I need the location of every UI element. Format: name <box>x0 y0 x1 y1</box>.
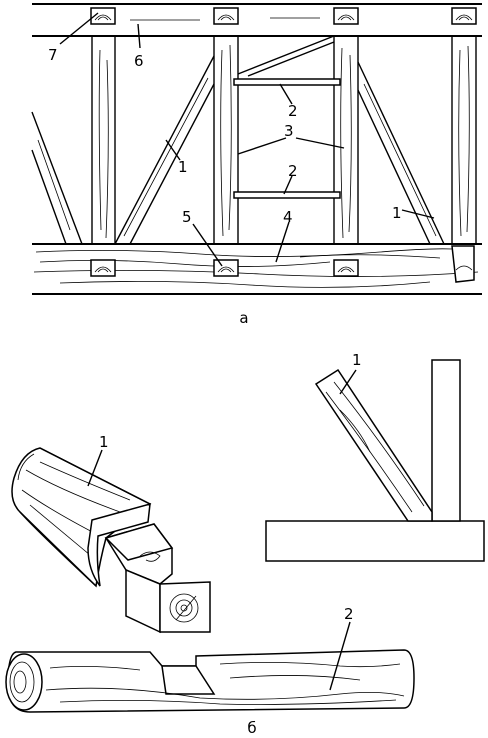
brace-right <box>357 61 445 245</box>
bottom-block-3 <box>333 259 359 277</box>
callout-5: 5 <box>182 208 192 226</box>
callout-6: 6 <box>134 52 144 70</box>
callout-2-beam: 2 <box>344 605 354 623</box>
brace-far-left <box>31 111 83 245</box>
horizontal-rails <box>233 78 341 199</box>
callout-4: 4 <box>283 208 293 226</box>
post-4 <box>451 36 477 244</box>
caption-a: а <box>239 309 248 327</box>
callouts-b: 1 1 2 <box>99 351 362 623</box>
callout-2-top: 2 <box>288 102 298 120</box>
brace-left <box>114 55 215 245</box>
brace <box>314 368 433 522</box>
callout-2-mid: 2 <box>288 162 298 180</box>
callout-1-log: 1 <box>99 433 109 451</box>
base-beam <box>265 520 485 562</box>
brace-post-joint <box>265 359 485 562</box>
bottom-block-1 <box>90 259 116 277</box>
log-with-tenon <box>11 447 211 634</box>
diagonal-braces <box>31 35 445 245</box>
leader-lines-a <box>59 12 435 267</box>
cross-section-blocks <box>90 7 477 283</box>
top-block-4 <box>451 7 477 25</box>
bottom-beam <box>32 243 482 295</box>
post-2 <box>213 36 239 244</box>
post-1 <box>91 36 116 244</box>
callout-1-right: 1 <box>392 204 402 222</box>
callouts-a: 7 6 2 3 1 2 5 4 1 <box>48 46 402 226</box>
callout-1-left: 1 <box>178 158 188 176</box>
top-block-2 <box>213 7 239 25</box>
frame-diagram-a: 7 6 2 3 1 2 5 4 1 а <box>31 3 482 327</box>
top-beam <box>32 3 482 37</box>
post-3 <box>333 36 359 244</box>
bottom-block-2 <box>213 259 239 277</box>
beam-with-notch <box>5 649 415 713</box>
post <box>431 359 461 522</box>
callout-3: 3 <box>284 122 294 140</box>
callout-7: 7 <box>48 46 58 64</box>
top-block-3 <box>333 7 359 25</box>
bottom-block-4 <box>451 245 475 283</box>
callout-1-brace: 1 <box>352 351 362 369</box>
leader-lines-b <box>87 449 351 691</box>
caption-b: б <box>247 719 256 737</box>
top-block-1 <box>90 7 116 25</box>
vertical-posts <box>91 36 477 244</box>
brace-top-middle <box>237 35 335 77</box>
joint-diagram-b: 1 1 2 б <box>5 351 485 737</box>
